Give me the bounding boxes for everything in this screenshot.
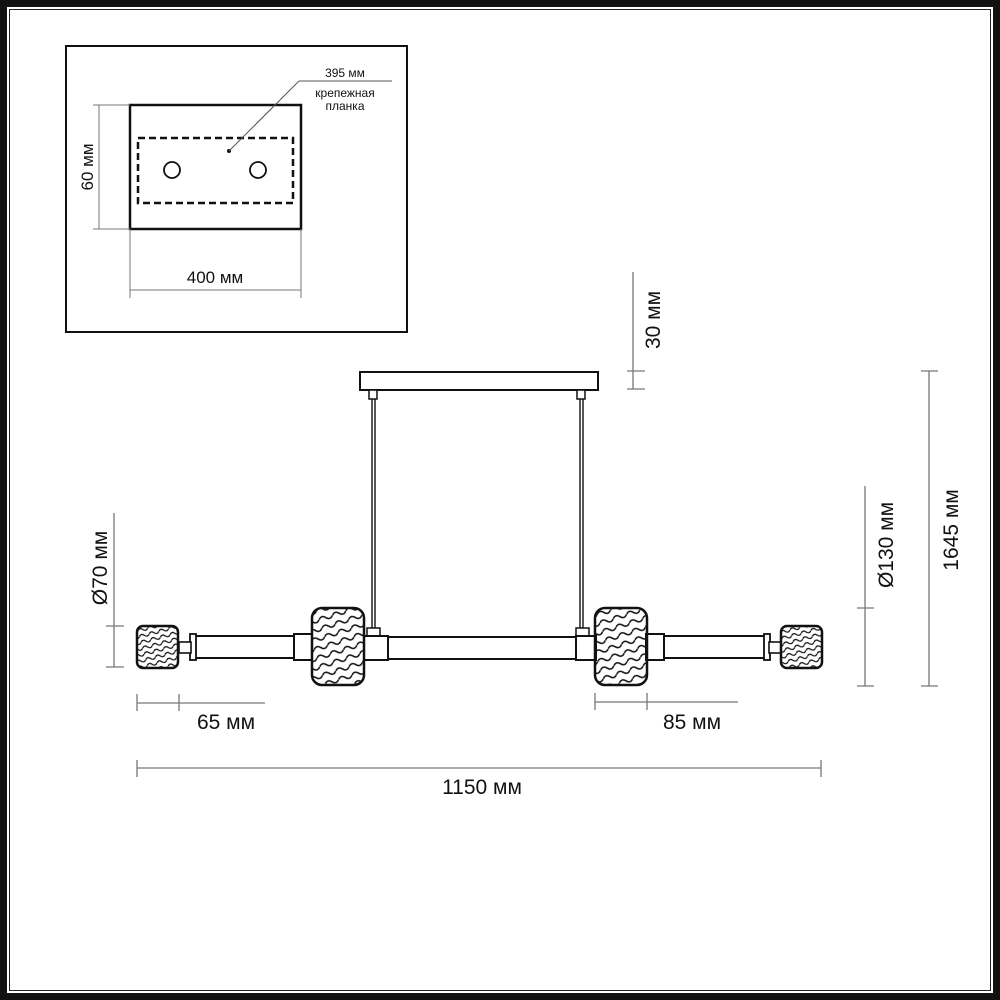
- plate-length-label: 395 мм: [325, 66, 365, 80]
- large-shade-width-label: 85 мм: [663, 711, 721, 734]
- canopy-outline: [128, 103, 303, 231]
- large-shade-diameter-label: Ø130 мм: [875, 502, 898, 588]
- small-shade-diameter-label: Ø70 мм: [89, 531, 112, 605]
- mounting-plate-outline: [136, 136, 295, 205]
- total-height-label: 1645 мм: [940, 489, 963, 570]
- shade-large-left: [310, 606, 366, 687]
- inset-width-label: 400 мм: [187, 268, 243, 287]
- canopy: [359, 371, 599, 400]
- inset-panel: [65, 45, 408, 333]
- lamp-body: [178, 627, 782, 661]
- shade-large-right: [593, 606, 649, 687]
- small-shade-width-label: 65 мм: [197, 711, 255, 734]
- canopy-height-label: 30 мм: [642, 291, 665, 349]
- shade-small-left: [135, 624, 180, 670]
- mount-hole-left: [163, 161, 181, 179]
- shade-small-right: [779, 624, 824, 670]
- plate-name-line2: планка: [326, 99, 365, 113]
- total-width-label: 1150 мм: [442, 776, 522, 799]
- mount-hole-right: [249, 161, 267, 179]
- suspension-cables: [371, 399, 584, 628]
- inner-frame: [9, 9, 991, 991]
- dimension-lines: [106, 272, 938, 777]
- inset-height-label: 60 мм: [78, 143, 97, 190]
- plate-name-line1: крепежная: [315, 86, 374, 100]
